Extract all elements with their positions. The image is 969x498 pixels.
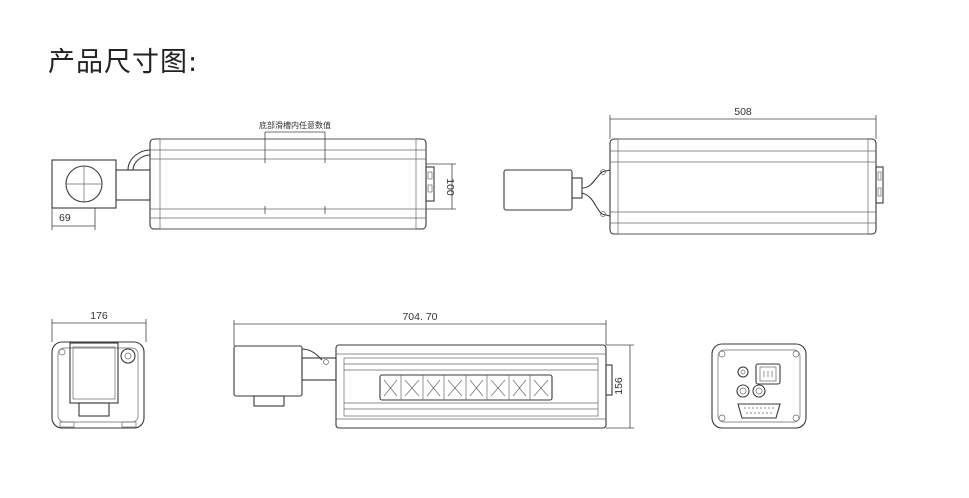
side-view: 704. 70 156 bbox=[233, 311, 634, 429]
dim-69: 69 bbox=[59, 212, 71, 224]
dim-156: 156 bbox=[613, 377, 625, 395]
dim-704-70: 704. 70 bbox=[402, 311, 437, 323]
end-view: 176 bbox=[51, 310, 147, 429]
page-title: 产品尺寸图: bbox=[48, 47, 199, 78]
connector-panel-view bbox=[711, 343, 807, 429]
dim-176: 176 bbox=[90, 310, 108, 322]
top-view-left: 69 100 底部滑槽内任意数值 bbox=[51, 120, 456, 230]
slot-note: 底部滑槽内任意数值 bbox=[259, 120, 331, 130]
dim-100: 100 bbox=[444, 178, 456, 196]
top-view-right: 508 bbox=[503, 106, 884, 235]
dim-508: 508 bbox=[734, 106, 752, 118]
